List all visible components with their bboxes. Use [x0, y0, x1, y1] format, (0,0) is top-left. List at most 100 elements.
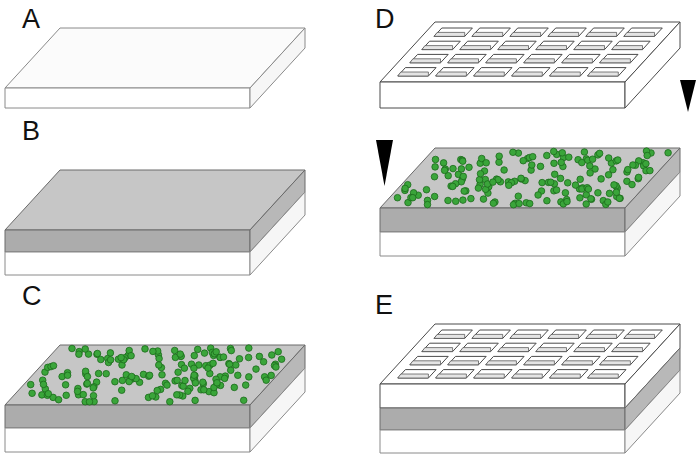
cell-dot — [394, 194, 401, 201]
well-opening — [524, 356, 562, 364]
well-opening — [422, 41, 460, 49]
cell-dot — [69, 345, 76, 352]
cell-dot — [55, 396, 62, 403]
cell-dot — [572, 182, 579, 189]
cell-dot — [107, 350, 114, 357]
cell-dot — [615, 157, 622, 164]
well-wall — [498, 348, 529, 352]
well-wall — [624, 32, 655, 36]
well-wall — [612, 348, 643, 352]
cell-dot — [246, 345, 253, 352]
well-wall — [410, 361, 441, 365]
cell-dot — [145, 373, 152, 380]
cell-dot — [535, 192, 542, 199]
slab-front-face — [5, 252, 250, 275]
well-opening — [410, 54, 448, 62]
cell-dot — [210, 360, 217, 367]
cell-dot — [611, 182, 618, 189]
cell-dot — [164, 382, 171, 389]
well-opening — [498, 41, 536, 49]
cell-dot — [480, 196, 487, 203]
well-wall — [548, 334, 579, 338]
cell-dot — [516, 200, 523, 207]
cell-dot — [539, 179, 546, 186]
cell-dot — [588, 196, 595, 203]
cell-dot — [461, 188, 468, 195]
cell-dot — [557, 175, 564, 182]
well-opening — [398, 370, 436, 378]
well-opening — [548, 28, 586, 36]
well-opening — [410, 356, 448, 364]
well-wall — [586, 32, 617, 36]
well-opening — [550, 370, 588, 378]
cell-dot — [635, 174, 642, 181]
cell-dot — [452, 198, 459, 205]
cell-dot — [606, 190, 613, 197]
cell-dot — [476, 176, 483, 183]
cell-dot — [167, 398, 174, 405]
well-wall — [550, 374, 581, 378]
cell-dot — [537, 163, 544, 170]
cell-dot — [577, 195, 584, 202]
cell-dot — [518, 175, 525, 182]
cell-dot — [192, 380, 199, 387]
slab-front-face — [380, 232, 625, 256]
well-wall — [524, 361, 555, 365]
well-opening — [448, 54, 486, 62]
well-wall — [398, 374, 429, 378]
well-wall — [524, 59, 555, 63]
cell-dot — [156, 355, 163, 362]
cell-dot — [562, 190, 569, 197]
cell-dot — [149, 393, 156, 400]
cell-dot — [107, 357, 114, 364]
cell-dot — [159, 372, 166, 379]
cell-dot — [273, 364, 280, 371]
slab-side-face — [250, 28, 305, 108]
well-opening — [460, 343, 498, 351]
cell-dot — [440, 160, 447, 167]
cell-dot — [520, 157, 527, 164]
well-opening — [474, 370, 512, 378]
well-opening — [624, 330, 662, 338]
cell-dot — [84, 380, 91, 387]
cell-dot — [201, 350, 208, 357]
well-wall — [422, 46, 453, 50]
well-wall — [600, 59, 631, 63]
well-wall — [624, 334, 655, 338]
cell-dot — [564, 180, 571, 187]
cell-dot — [596, 150, 603, 157]
well-opening — [486, 54, 524, 62]
well-wall — [498, 46, 529, 50]
cell-dot — [181, 365, 188, 372]
well-opening — [600, 54, 638, 62]
well-wall — [486, 59, 517, 63]
cell-dot — [227, 367, 234, 374]
well-wall — [574, 348, 605, 352]
cell-dot — [629, 181, 636, 188]
well-opening — [574, 343, 612, 351]
well-wall — [536, 46, 567, 50]
cell-dot — [27, 381, 34, 388]
cell-dot — [496, 153, 503, 160]
well-opening — [536, 41, 574, 49]
well-wall — [486, 361, 517, 365]
slab-side-face — [625, 172, 680, 256]
cell-dot — [460, 197, 467, 204]
cell-dot — [246, 374, 253, 381]
well-opening — [600, 356, 638, 364]
well-opening — [472, 28, 510, 36]
cell-dot — [98, 356, 105, 363]
well-wall — [562, 59, 593, 63]
cell-dot — [118, 354, 125, 361]
panel-letter: E — [375, 292, 393, 319]
cell-dot — [29, 390, 36, 397]
well-wall — [512, 374, 543, 378]
cell-dot — [194, 346, 201, 353]
cell-dot — [518, 176, 525, 183]
well-wall — [510, 334, 541, 338]
cell-dot — [200, 379, 207, 386]
cell-dot — [45, 390, 52, 397]
well-wall — [436, 72, 467, 76]
cell-dot — [245, 354, 252, 361]
